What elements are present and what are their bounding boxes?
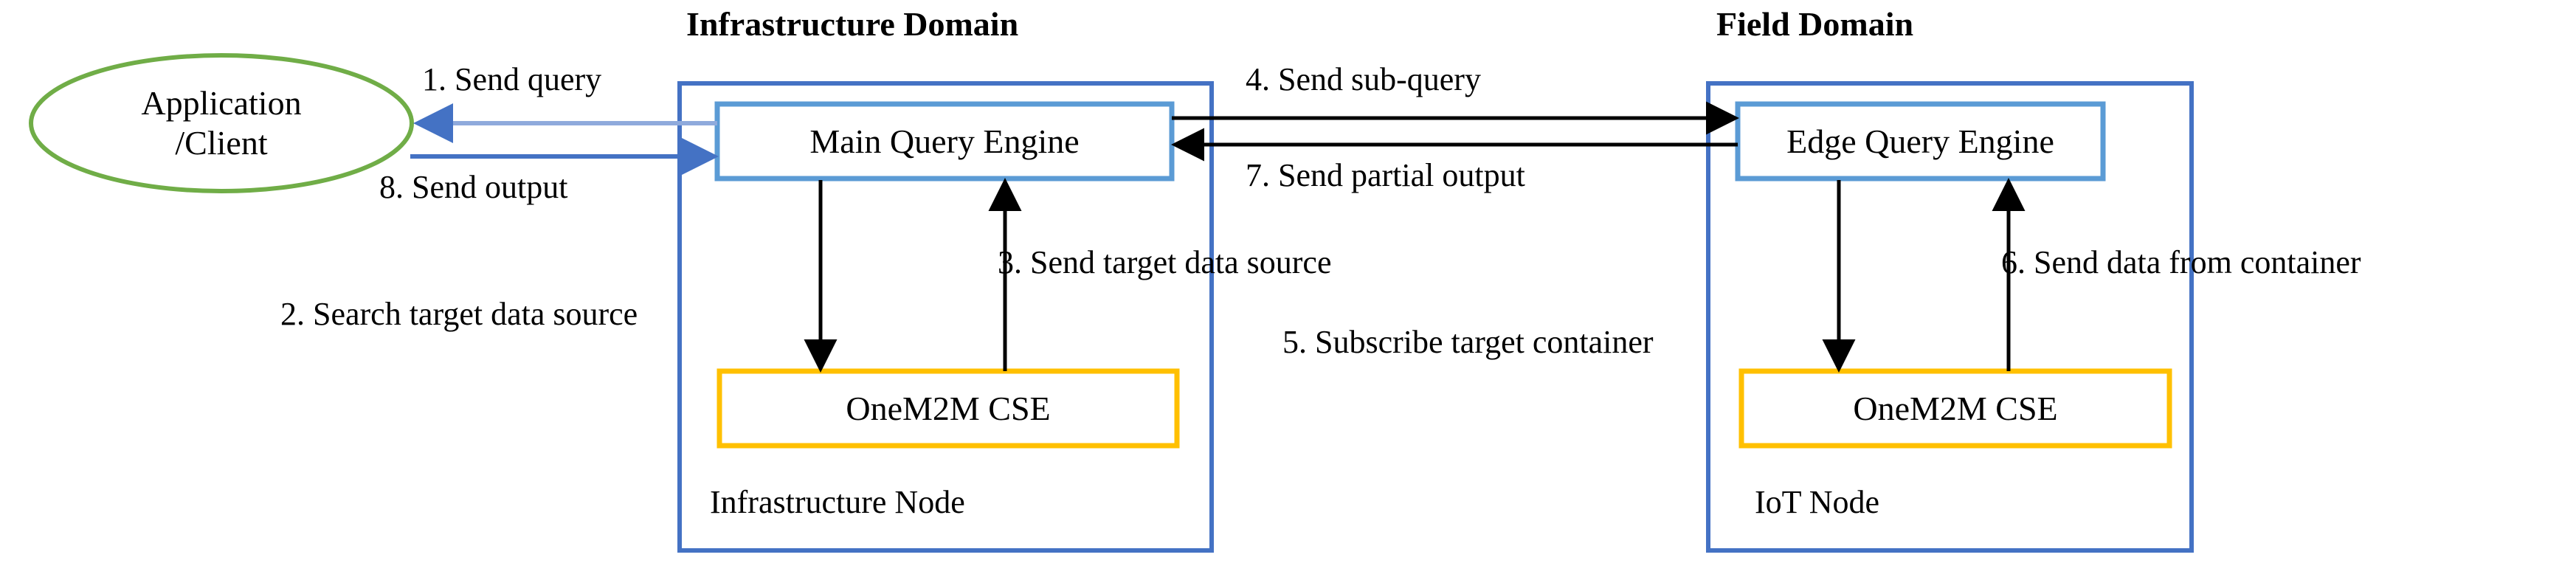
field-onem2m-cse-label: OneM2M CSE [1853, 390, 2058, 427]
application-client-line1: Application [141, 83, 302, 122]
application-client-ellipse [29, 53, 414, 193]
field-onem2m-cse-box [1738, 368, 2172, 449]
infrastructure-domain-box [677, 81, 1214, 553]
infrastructure-node-label: Infrastructure Node [710, 484, 965, 520]
step-label-6: 6. Send data from container [2001, 244, 2361, 280]
step-label-1: 1. Send query [422, 61, 602, 97]
step-label-5: 5. Subscribe target container [1282, 324, 1654, 360]
iot-node-label: IoT Node [1755, 484, 1880, 520]
application-client-label: Application /Client [44, 74, 398, 173]
main-query-engine-label: Main Query Engine [809, 122, 1080, 160]
infrastructure-domain-title: Infrastructure Domain [686, 5, 1019, 43]
field-domain-title: Field Domain [1716, 5, 1914, 43]
step-label-8: 8. Send output [379, 169, 568, 205]
field-domain-box [1706, 81, 2194, 553]
step-label-4: 4. Send sub-query [1246, 61, 1481, 97]
edge-query-engine-label: Edge Query Engine [1786, 122, 2054, 160]
step-label-2: 2. Search target data source [280, 296, 638, 332]
infrastructure-onem2m-cse-label: OneM2M CSE [846, 390, 1051, 427]
step-label-7: 7. Send partial output [1246, 157, 1525, 193]
infrastructure-onem2m-cse-box [716, 368, 1180, 449]
application-client-line2: /Client [175, 124, 268, 162]
edge-query-engine-box [1735, 101, 2106, 182]
step-label-3: 3. Send target data source [998, 244, 1332, 280]
